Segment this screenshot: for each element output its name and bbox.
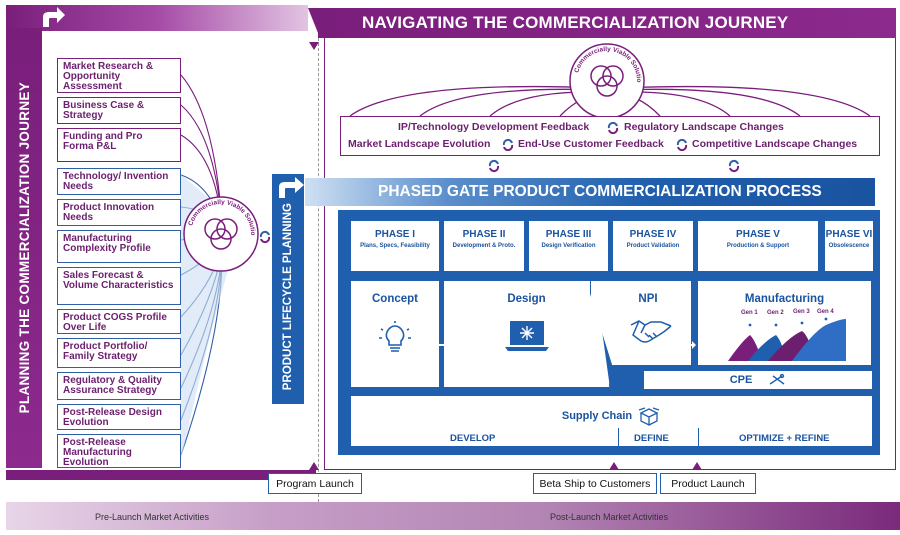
package-icon [638, 407, 660, 426]
phase-subtitle: Development & Proto. [452, 243, 516, 249]
viable-space-circle-top: Commercially Viable Solution Space [566, 37, 646, 120]
footer-band [6, 502, 900, 530]
stage-design-label: Design [507, 293, 546, 305]
gen-label: Gen 1 [741, 310, 758, 316]
arrow-icon [40, 5, 66, 31]
feedback-box [340, 116, 880, 156]
planning-item: Post-Release Design Evolution [57, 404, 181, 430]
stage-concept: Concept [350, 280, 440, 388]
milestone-marker [309, 462, 319, 470]
planning-bottom-band [6, 470, 316, 480]
planning-item: Product Innovation Needs [57, 199, 181, 226]
stage-manufacturing: Manufacturing Gen 1 Gen 2 Gen 3 Gen 4 [697, 280, 872, 366]
planning-item: Manufacturing Complexity Profile [57, 230, 181, 263]
cycle-icon [487, 159, 501, 173]
stage-design: Design [443, 280, 610, 388]
stage-supply-chain-label: Supply Chain [561, 410, 633, 422]
flow-arrows [438, 341, 696, 349]
handshake-icon [630, 320, 672, 343]
label-develop: DEVELOP [450, 433, 496, 444]
phase-card: PHASE VI Obsolescence [824, 220, 874, 272]
phase-title: PHASE III [545, 229, 592, 240]
planning-item: Product Portfolio/ Family Strategy [57, 338, 181, 368]
cycle-icon [607, 121, 619, 135]
generations-chart [728, 317, 846, 361]
gen-label: Gen 2 [767, 310, 784, 316]
label-define: DEFINE [634, 433, 669, 444]
planning-band [6, 28, 42, 468]
planning-item: Product COGS Profile Over Life [57, 309, 181, 334]
phase-card: PHASE I Plans, Specs, Feasibility [350, 220, 440, 272]
footer-pre-launch: Pre-Launch Market Activities [95, 512, 210, 522]
footer-post-launch: Post-Launch Market Activities [550, 512, 669, 522]
phase-card: PHASE III Design Verification [528, 220, 609, 272]
planning-item: Sales Forecast & Volume Characteristics [57, 267, 181, 305]
gen-label: Gen 4 [817, 309, 834, 315]
phase-subtitle: Plans, Specs, Feasibility [360, 243, 430, 249]
feedback-market: Market Landscape Evolution [348, 138, 491, 150]
viable-space-circle-left: Commercially Viable Solution Space [180, 190, 260, 273]
cycle-icon [502, 138, 514, 152]
lightbulb-icon [379, 321, 411, 352]
planning-item: Market Research & Opportunity Assessment [57, 58, 181, 93]
feedback-ip: IP/Technology Development Feedback [398, 121, 590, 133]
stage-supply-chain: Supply Chain [350, 395, 873, 447]
laptop-icon [504, 321, 549, 351]
phase-title: PHASE II [462, 229, 506, 240]
phase-card: PHASE IV Product Validation [612, 220, 694, 272]
phase-card: PHASE V Production & Support [697, 220, 819, 272]
planning-item: Business Case & Strategy [57, 97, 181, 124]
milestone-marker-top [309, 42, 319, 50]
phase-card: PHASE II Development & Proto. [443, 220, 525, 272]
milestone-marker [692, 462, 702, 470]
feedback-customer: End-Use Customer Feedback [518, 138, 664, 150]
planning-item: Regulatory & Quality Assurance Strategy [57, 372, 181, 400]
cycle-icon [258, 230, 272, 244]
phase-title: PHASE I [374, 229, 415, 240]
planning-item: Post-Release Manufacturing Evolution [57, 434, 181, 468]
milestone-program-launch: Program Launch [268, 473, 362, 494]
milestone-marker [609, 462, 619, 470]
label-optimize: OPTIMIZE + REFINE [739, 433, 830, 444]
feedback-regulatory: Regulatory Landscape Changes [624, 121, 784, 133]
plc-band [272, 174, 304, 404]
phase-subtitle: Design Verification [541, 243, 596, 249]
feedback-competitive: Competitive Landscape Changes [692, 138, 858, 150]
cycle-icon [727, 159, 741, 173]
stage-npi-label: NPI [638, 293, 658, 305]
pre-post-divider [318, 38, 319, 502]
phase-title: PHASE IV [629, 229, 677, 240]
arrow-icon [276, 174, 306, 200]
planning-title: PLANNING THE COMMERCIALIZATION JOURNEY [16, 82, 32, 414]
divider [618, 428, 619, 446]
phase-title: PHASE V [736, 229, 780, 240]
tools-icon [769, 374, 785, 385]
stage-cpe: CPE [643, 370, 873, 390]
gen-label: Gen 3 [793, 309, 810, 315]
page-title: NAVIGATING THE COMMERCIALIZATION JOURNEY [318, 8, 896, 38]
process-title: PHASED GATE PRODUCT COMMERCIALIZATION PR… [305, 178, 875, 206]
milestone-product-launch: Product Launch [660, 473, 756, 494]
phase-subtitle: Production & Support [726, 243, 790, 249]
planning-item: Technology/ Invention Needs [57, 168, 181, 195]
cycle-icon [676, 138, 688, 152]
planning-item: Funding and Pro Forma P&L [57, 128, 181, 162]
plc-label: PRODUCT LIFECYCLE PLANNING [282, 203, 294, 391]
milestone-beta-ship: Beta Ship to Customers [533, 473, 657, 494]
divider [698, 428, 699, 446]
stage-manufacturing-label: Manufacturing [744, 293, 825, 305]
phase-subtitle: Obsolescence [828, 243, 870, 249]
phase-subtitle: Product Validation [626, 243, 680, 249]
phase-title: PHASE VI [825, 229, 873, 240]
stage-concept-label: Concept [372, 293, 418, 305]
stage-cpe-label: CPE [729, 374, 753, 386]
